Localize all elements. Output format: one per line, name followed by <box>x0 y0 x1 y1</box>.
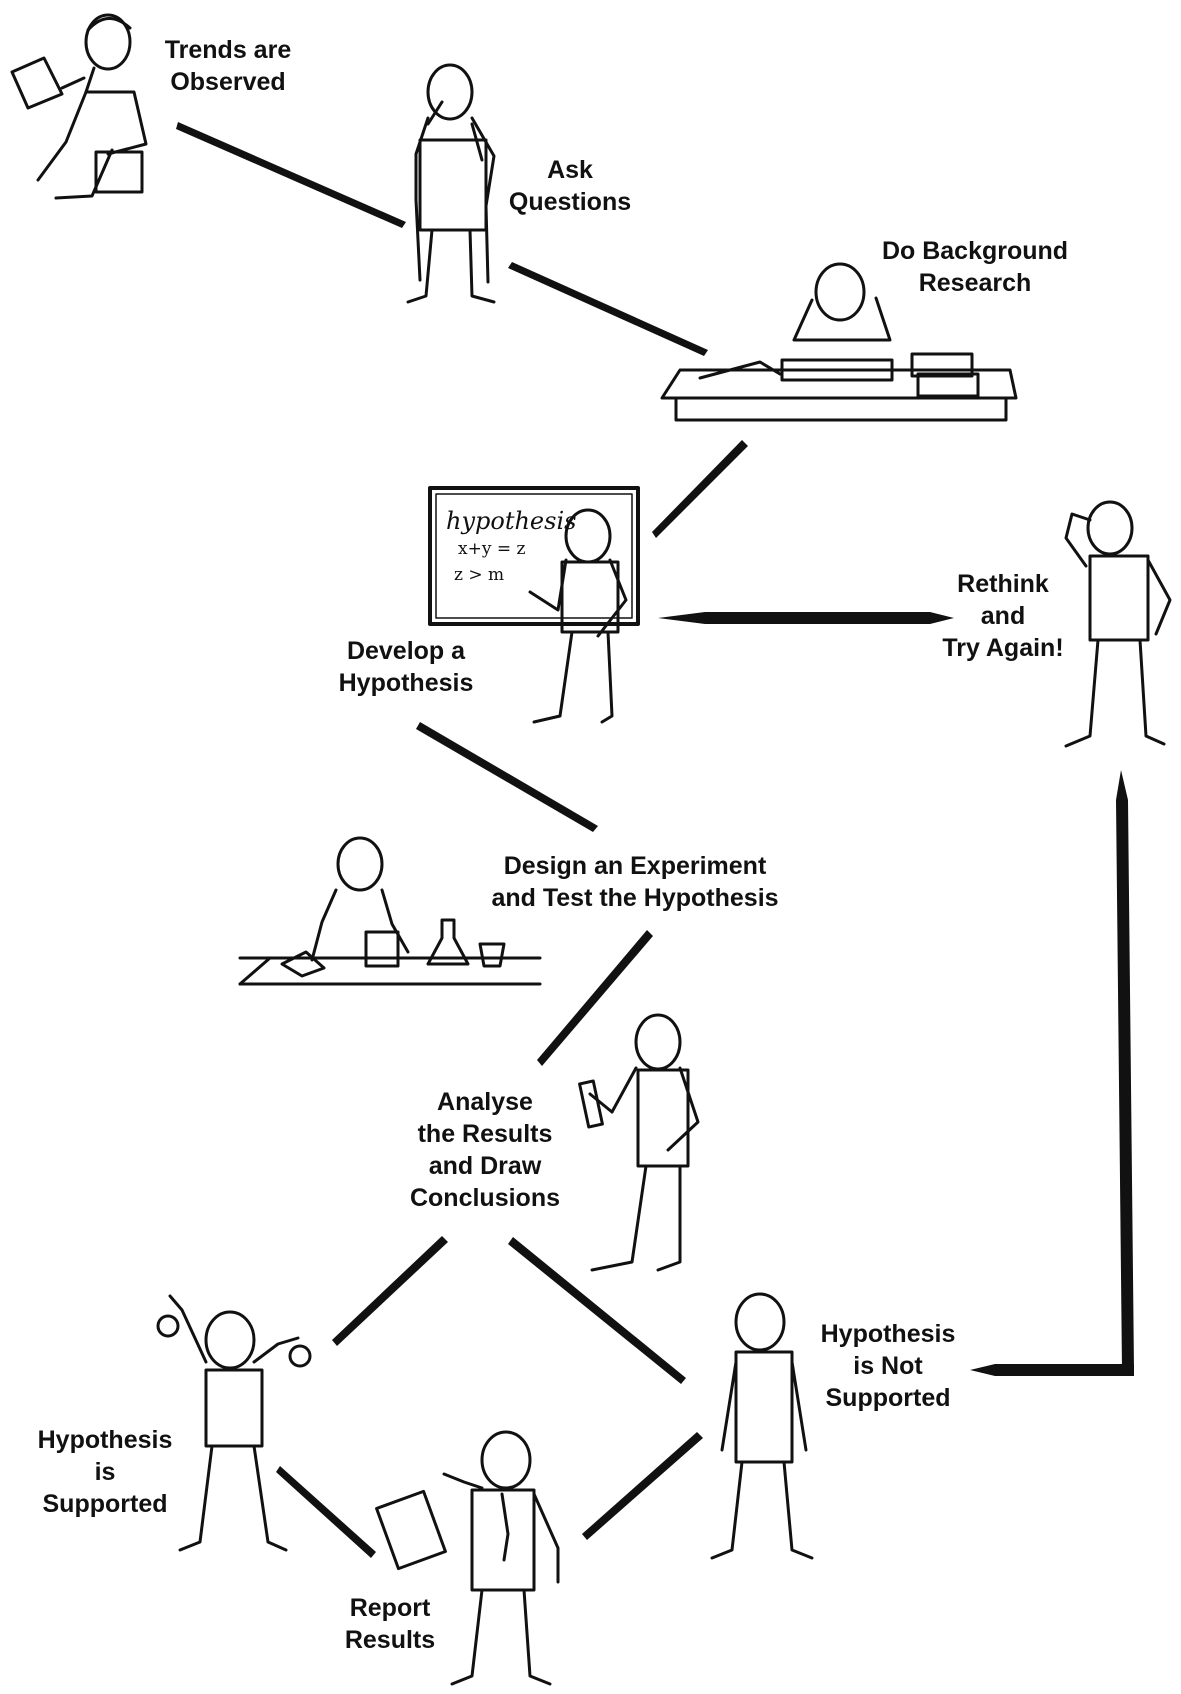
label-line: Hypothesis <box>37 1426 173 1454</box>
label-analyse-results: Analyse the Results and Draw Conclusions <box>394 1086 576 1214</box>
label-line: Supported <box>825 1384 951 1412</box>
flow-arrows <box>176 122 1134 1558</box>
label-line: Hypothesis <box>338 669 474 697</box>
label-line: and Test the Hypothesis <box>491 884 779 912</box>
label-trends-observed: Trends are Observed <box>148 34 308 98</box>
label-hypothesis-supported: Hypothesis is Supported <box>24 1424 186 1520</box>
label-line: Observed <box>170 68 286 96</box>
label-line: Research <box>918 269 1032 297</box>
figure-asking-questions <box>406 63 496 304</box>
label-line: Design an Experiment <box>503 852 767 880</box>
label-develop-hypothesis: Develop a Hypothesis <box>318 635 494 699</box>
figure-rethink <box>1064 500 1172 748</box>
label-line: is <box>94 1458 116 1486</box>
arrow-ask-to-research <box>508 262 708 356</box>
figure-hypothesis-supported <box>156 1294 312 1552</box>
arrow-research-to-hypothesis <box>652 440 748 538</box>
label-line: Results <box>344 1626 436 1654</box>
figure-analyse-results <box>578 1013 700 1272</box>
label-do-background-research: Do Background Research <box>862 235 1088 299</box>
chalkboard-writing: hypothesis x+y = z z > m <box>446 506 626 588</box>
arrow-not-supported-to-rethink-vertical <box>1116 770 1134 1370</box>
arrow-rethink-to-hypothesis <box>658 612 954 624</box>
label-line: Do Background <box>881 237 1069 265</box>
label-line: Hypothesis <box>820 1320 956 1348</box>
label-line: Report <box>349 1594 431 1622</box>
label-ask-questions: Ask Questions <box>500 154 640 218</box>
chalkboard-line: hypothesis <box>446 507 577 535</box>
arrow-experiment-to-analyse <box>537 930 653 1066</box>
chalkboard-line: x+y = z <box>458 539 526 559</box>
label-line: Conclusions <box>409 1184 560 1212</box>
label-line: and Draw <box>428 1152 542 1180</box>
figure-design-experiment <box>238 836 542 986</box>
arrow-not-supported-to-rethink-horizontal <box>970 1364 1134 1376</box>
label-line: Ask <box>547 156 593 184</box>
label-line: is Not <box>853 1352 923 1380</box>
arrow-supported-to-report <box>276 1466 376 1558</box>
arrow-analyse-to-supported <box>332 1236 448 1346</box>
arrow-analyse-to-not-supported <box>508 1237 686 1384</box>
label-line: Supported <box>42 1490 168 1518</box>
arrow-hypothesis-to-experiment <box>416 722 598 832</box>
label-line: the Results <box>417 1120 553 1148</box>
label-hypothesis-not-supported: Hypothesis is Not Supported <box>806 1318 970 1414</box>
label-report-results: Report Results <box>330 1592 450 1656</box>
label-line: Rethink <box>957 570 1049 598</box>
label-line: Questions <box>508 188 632 216</box>
figure-observer-seated <box>10 13 148 200</box>
figure-background-research <box>660 262 1018 422</box>
figure-hypothesis-not-supported <box>710 1292 814 1560</box>
label-line: Analyse <box>437 1088 533 1116</box>
figure-develop-hypothesis <box>428 486 640 724</box>
chalkboard-line: z > m <box>454 565 505 585</box>
label-rethink-try-again: Rethink and Try Again! <box>928 568 1078 664</box>
label-line: Develop a <box>346 637 466 665</box>
arrow-observe-to-ask <box>176 122 406 228</box>
label-line: Trends are <box>164 36 292 64</box>
figure-report-results <box>375 1430 560 1686</box>
arrow-not-supported-to-report <box>582 1432 703 1540</box>
label-line: and <box>980 602 1026 630</box>
label-line: Try Again! <box>942 634 1064 662</box>
label-design-experiment: Design an Experiment and Test the Hypoth… <box>472 850 798 914</box>
